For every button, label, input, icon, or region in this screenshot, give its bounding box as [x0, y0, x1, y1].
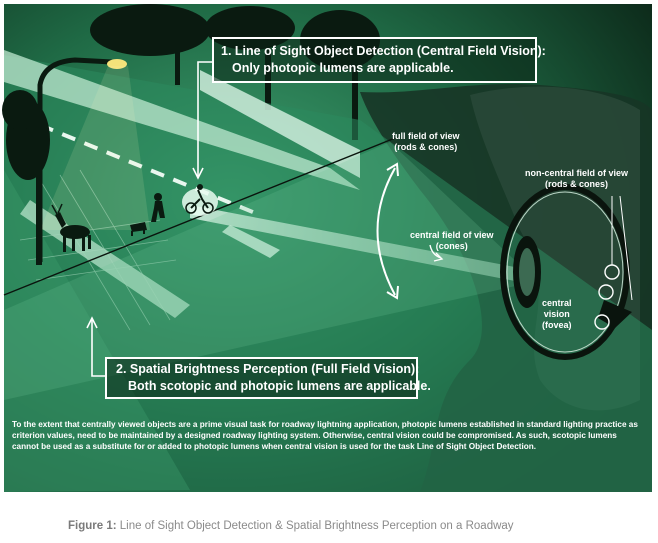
- figure-caption: Figure 1: Line of Sight Object Detection…: [68, 520, 514, 532]
- full-field-arrow: [376, 162, 399, 300]
- box1-frame: [212, 37, 537, 83]
- caption-text: Line of Sight Object Detection & Spatial…: [119, 520, 514, 532]
- box2-subtitle: Both scotopic and photopic lumens are ap…: [128, 379, 431, 393]
- caption-label: Figure 1:: [68, 520, 117, 532]
- noncentral-field-label: non-central field of view (rods & cones): [525, 168, 629, 189]
- full-field-cone: [4, 142, 525, 400]
- light-beam-4: [222, 225, 280, 258]
- arrow-to-cyclist: [192, 61, 213, 180]
- body-paragraph: To the extent that centrally viewed obje…: [12, 420, 638, 451]
- crosswalk-grid: [19, 169, 177, 331]
- central-field-cone: [190, 205, 520, 282]
- street-lamp: [37, 57, 150, 262]
- central-field-label: central field of view (cones): [410, 230, 494, 251]
- pedestrian-icon: [130, 193, 165, 236]
- central-vision-label: central vision (fovea): [542, 298, 572, 330]
- light-beam-1: [4, 50, 360, 190]
- horizon-line: [3, 137, 396, 296]
- full-field-label: full field of view (rods & cones): [392, 131, 460, 152]
- box1-subtitle: Only photopic lumens are applicable.: [232, 61, 454, 75]
- left-tree: [2, 90, 50, 265]
- box1-title: 1. Line of Sight Object Detection (Centr…: [221, 44, 546, 58]
- light-beam-2: [200, 70, 360, 178]
- cyclist-icon: [182, 184, 218, 216]
- box2-title: 2. Spatial Brightness Perception (Full F…: [116, 362, 420, 376]
- deer-icon: [51, 203, 91, 252]
- eye-icon: [500, 184, 633, 360]
- box2-frame: [105, 357, 418, 399]
- arrow-to-field: [86, 316, 106, 377]
